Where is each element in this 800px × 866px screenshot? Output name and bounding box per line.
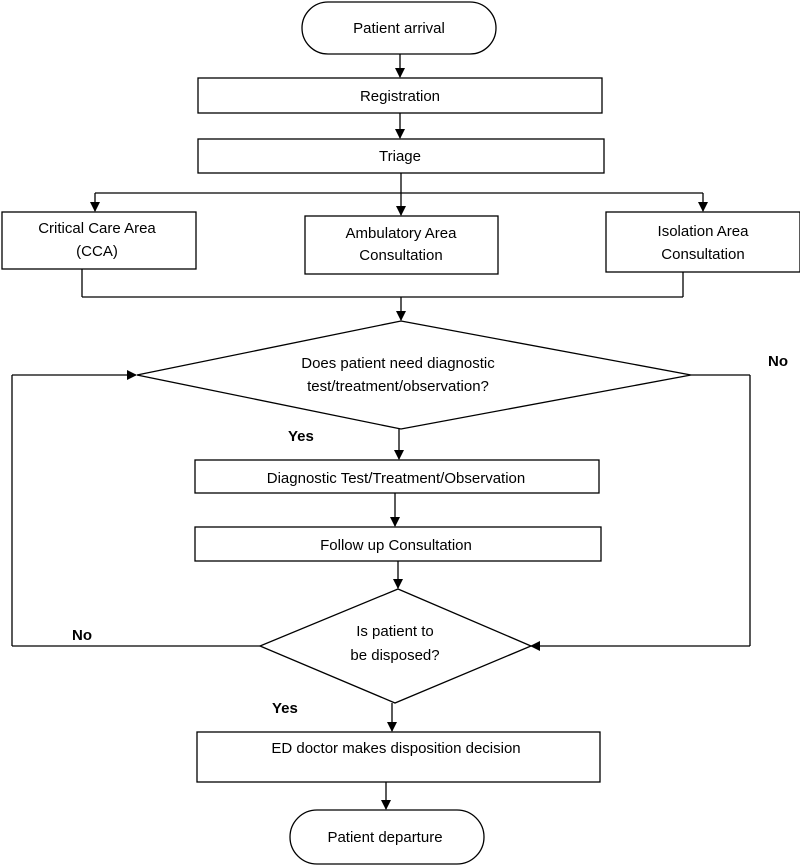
ambulatory-node [304, 215, 499, 275]
triage-label: Triage [379, 148, 421, 165]
no-label-1: No [768, 353, 788, 370]
patient-departure-node [289, 809, 485, 865]
followup-label: Follow up Consultation [320, 537, 472, 554]
patient-arrival-label: Patient arrival [353, 20, 445, 37]
isolation-label-line2: Consultation [661, 246, 744, 263]
cca-node [1, 211, 197, 270]
dispose-question-line1: Is patient to [356, 623, 434, 640]
ambulatory-label-line1: Ambulatory Area [346, 225, 458, 242]
disposition-node [196, 731, 601, 783]
disposition-label: ED doctor makes disposition decision [271, 740, 520, 757]
diagnostic-label: Diagnostic Test/Treatment/Observation [267, 470, 525, 487]
cca-label-line2: (CCA) [76, 243, 118, 260]
patient-departure-label: Patient departure [327, 829, 442, 846]
yes-label-1: Yes [288, 428, 314, 445]
cca-label-line1: Critical Care Area [38, 220, 156, 237]
diagnostic-question-line1: Does patient need diagnostic [301, 355, 495, 372]
diagnostic-node [194, 459, 600, 494]
isolation-node [605, 211, 800, 273]
registration-label: Registration [360, 88, 440, 105]
registration-node [197, 77, 603, 114]
diagnostic-question-line2: test/treatment/observation? [307, 378, 489, 395]
diagnostic-needed-decision [136, 320, 692, 430]
yes-label-2: Yes [272, 700, 298, 717]
patient-arrival-node [301, 1, 497, 55]
isolation-label-line1: Isolation Area [658, 223, 750, 240]
dispose-decision [258, 588, 533, 704]
no-label-2: No [72, 627, 92, 644]
dispose-question-line2: be disposed? [350, 647, 439, 664]
ambulatory-label-line2: Consultation [359, 247, 442, 264]
